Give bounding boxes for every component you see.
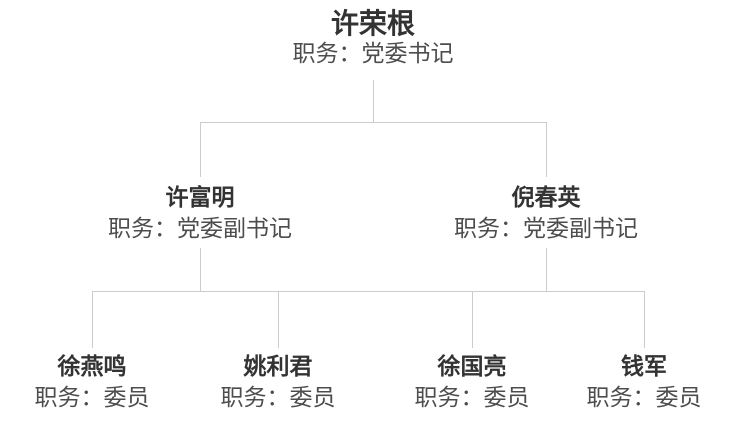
org-node-name: 徐燕鸣 — [57, 353, 127, 379]
org-node-level2-2[interactable]: 倪春英 职务：党委副书记 — [426, 183, 666, 241]
org-node-root[interactable]: 许荣根 职务：党委书记 — [253, 8, 493, 66]
org-node-level3-2[interactable]: 姚利君 职务：委员 — [178, 352, 378, 410]
org-node-name: 徐国亮 — [437, 353, 507, 379]
connector-child4-drop — [644, 291, 645, 348]
org-node-name: 钱军 — [621, 353, 667, 379]
connector-child1-drop — [92, 291, 93, 348]
org-node-name: 姚利君 — [243, 353, 313, 379]
connector-level2-right-drop — [546, 248, 547, 292]
connector-child3-drop — [472, 291, 473, 348]
org-node-level3-1[interactable]: 徐燕鸣 职务：委员 — [0, 352, 192, 410]
connector-level1-right-drop — [546, 122, 547, 177]
connector-level2-rail — [92, 291, 645, 292]
org-node-name: 倪春英 — [511, 184, 581, 210]
org-node-level3-3[interactable]: 徐国亮 职务：委员 — [372, 352, 572, 410]
org-node-title: 职务：委员 — [414, 384, 530, 410]
org-node-title: 职务：委员 — [34, 384, 150, 410]
org-node-level3-4[interactable]: 钱军 职务：委员 — [544, 352, 744, 410]
connector-level1-left-drop — [200, 122, 201, 177]
org-node-title: 职务：委员 — [586, 384, 702, 410]
connector-level2-left-drop — [200, 248, 201, 292]
org-node-level2-1[interactable]: 许富明 职务：党委副书记 — [80, 183, 320, 241]
org-node-title: 职务：党委副书记 — [108, 215, 292, 241]
connector-level1-rail — [200, 122, 547, 123]
org-node-title: 职务：委员 — [220, 384, 336, 410]
connector-child2-drop — [278, 291, 279, 348]
org-node-title: 职务：党委副书记 — [454, 215, 638, 241]
org-node-name: 许荣根 — [330, 8, 415, 39]
org-node-name: 许富明 — [165, 184, 235, 210]
connector-root-drop — [373, 80, 374, 123]
org-node-title: 职务：党委书记 — [292, 40, 454, 66]
